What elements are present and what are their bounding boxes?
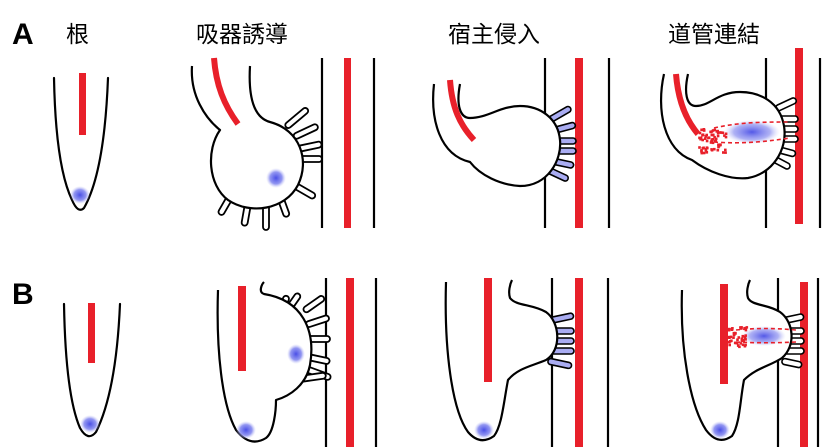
root-meristem: [710, 421, 730, 439]
xylem-cell-dot: [724, 151, 727, 154]
xylem-cell-dot: [742, 339, 745, 342]
panel-a-root: [54, 73, 108, 210]
xylem-cell-dot: [735, 342, 738, 345]
xylem-cell-dot: [706, 151, 709, 154]
root-meristem: [474, 421, 494, 439]
row-letter-b: B: [12, 278, 34, 311]
panel-a-invasion: [433, 58, 609, 228]
stage-title-invasion: 宿主侵入: [448, 22, 540, 48]
xylem-cell-dot: [728, 328, 731, 331]
xylem-cell-dot: [700, 137, 703, 140]
xylem-cell-dot: [722, 151, 725, 154]
invasion-vascular-strand: [484, 278, 492, 382]
xylem-cell-dot: [718, 145, 721, 148]
xylem-cell-dot: [711, 138, 714, 141]
xylem-cell-dot: [706, 140, 709, 143]
panel-b-induction: [218, 278, 376, 447]
stage-title-xylem-connection: 道管連結: [668, 22, 760, 48]
connection-vascular-strand: [720, 284, 728, 384]
xylem-cell-dot: [732, 336, 735, 339]
xylem-cell-dot: [714, 139, 717, 142]
xylem-cell-dot: [709, 131, 712, 134]
xylem-cell-dot: [737, 344, 740, 347]
root-meristem: [70, 186, 90, 204]
xylem-cell-dot: [730, 336, 733, 339]
panel-a-induction: [192, 58, 374, 230]
haustorium-body: [192, 66, 303, 208]
panel-b-root: [64, 303, 120, 436]
xylem-cell-dot: [729, 340, 732, 343]
xylem-cell-dot: [740, 326, 743, 329]
host-xylem: [344, 58, 351, 228]
root-vascular-strand: [88, 303, 95, 363]
induction-meristem: [266, 168, 286, 188]
xylem-cell-dot: [702, 133, 705, 136]
stage-title-induction: 吸器誘導: [196, 22, 288, 48]
panel-b-xylem-connection: [682, 278, 818, 447]
xylem-cell-dot: [711, 134, 714, 137]
xylem-cell-dot: [704, 135, 707, 138]
xylem-cell-dot: [703, 128, 706, 131]
xylem-cell-dot: [703, 152, 706, 155]
xylem-cell-dot: [724, 149, 727, 152]
xylem-cell-dot: [733, 333, 736, 336]
xylem-cell-dot: [744, 345, 747, 348]
xylem-cell-dot: [720, 131, 723, 134]
induction-vascular-strand: [238, 286, 246, 371]
xylem-cell-dot: [716, 130, 719, 133]
xylem-cell-dot: [699, 132, 702, 135]
panel-a-xylem-connection: [661, 48, 820, 228]
haustorium-body: [682, 280, 792, 440]
xylem-cell-dot: [723, 134, 726, 137]
xylem-cell-dot: [738, 336, 741, 339]
xylem-cell-dot: [701, 152, 704, 155]
xylem-cell-dot: [717, 149, 720, 152]
panel-b-invasion: [446, 278, 608, 447]
xylem-cell-dot: [702, 147, 705, 150]
induction-meristem: [287, 344, 305, 364]
xylem-cell-dot: [712, 129, 715, 132]
xylem-cell-dot: [704, 137, 707, 140]
xylem-cell-dot: [698, 146, 701, 149]
xylem-cell-dot: [745, 329, 748, 332]
stage-title-root: 根: [66, 22, 89, 48]
host-xylem: [575, 278, 583, 447]
haustorium-body: [446, 280, 558, 440]
xylem-cell-dot: [744, 336, 747, 339]
xylem-cell-dot: [707, 137, 710, 140]
xylem-cell-dot: [740, 342, 743, 345]
root-meristem: [236, 421, 256, 439]
xylem-cell-dot: [717, 135, 720, 138]
row-letter-a: A: [12, 18, 34, 51]
root-vascular-strand: [79, 73, 86, 135]
xylem-cell-dot: [700, 129, 703, 132]
xylem-cell-dot: [704, 148, 707, 151]
xylem-cell-dot: [731, 328, 734, 331]
xylem-cell-dot: [713, 148, 716, 151]
host-xylem: [346, 278, 354, 447]
root-meristem: [80, 415, 100, 433]
xylem-cell-dot: [728, 344, 731, 347]
